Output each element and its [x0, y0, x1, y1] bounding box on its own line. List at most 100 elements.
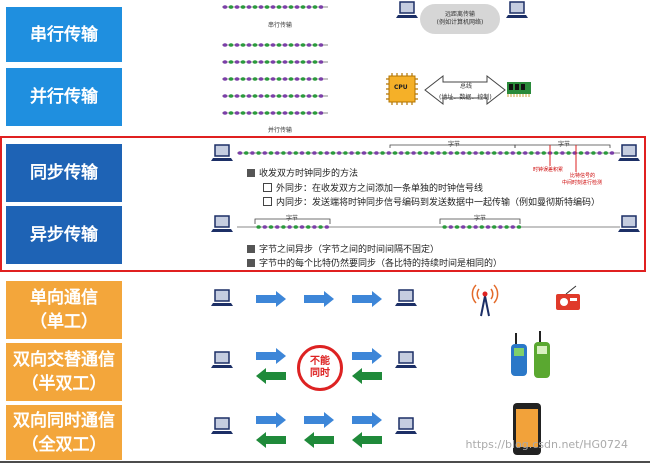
bit-dot [240, 94, 246, 98]
bit-dot [306, 77, 312, 81]
bit-dot [318, 43, 324, 47]
bit-dot [268, 151, 274, 155]
bit-dot [294, 77, 300, 81]
bit-dot [554, 151, 559, 155]
bit-dot [222, 43, 228, 47]
bit-dot [270, 60, 276, 64]
walkie-talkie-icon [511, 331, 550, 378]
bit-dot [222, 5, 228, 9]
bit-dot [473, 151, 478, 155]
bit-dot [287, 151, 292, 155]
bit-dot [318, 60, 324, 64]
bit-dot [281, 225, 286, 229]
sync-byte-label-2: 字节 [558, 141, 571, 148]
bit-dot [454, 225, 460, 229]
bit-dot [246, 60, 252, 64]
sync-method-title: 收发双方时钟同步的方法 [247, 166, 358, 179]
bit-dot [535, 151, 540, 155]
bit-dot [234, 77, 240, 81]
bit-dot [566, 151, 571, 155]
bit-dot [318, 94, 324, 98]
bit-dot [300, 111, 306, 115]
label-full-duplex: 双向同时通信（全双工） [6, 405, 122, 460]
bit-dot [467, 151, 472, 155]
bit-dot [306, 60, 312, 64]
bit-dot [256, 151, 261, 155]
bit-dot [234, 43, 240, 47]
bit-dot [343, 151, 348, 155]
external-sync: 外同步：在收发双方之间添加一条单独的时钟信号线 [263, 181, 483, 194]
bit-dot [417, 151, 422, 155]
laptop-icon [394, 417, 418, 435]
bit-dot [306, 5, 312, 9]
bit-dot [300, 77, 306, 81]
bit-dot [591, 151, 596, 155]
bit-dot [270, 5, 276, 9]
left-arrow-icon [256, 432, 286, 448]
laptop-icon [210, 351, 234, 369]
bit-dot [282, 94, 288, 98]
bit-dot [276, 77, 282, 81]
bit-dot [510, 225, 515, 229]
laptop-icon [394, 351, 418, 369]
bit-dot [222, 111, 228, 115]
bit-dot [282, 5, 288, 9]
bit-dot [252, 111, 258, 115]
bit-dot [516, 151, 522, 155]
bit-dot [252, 94, 258, 98]
laptop-icon [210, 417, 234, 435]
bit-dot [288, 111, 294, 115]
bit-dot [423, 151, 429, 155]
bit-dot [288, 43, 294, 47]
bit-dot [436, 151, 441, 155]
bit-dot [306, 43, 312, 47]
bit-dot [246, 5, 252, 9]
bit-dot [448, 225, 453, 229]
bit-dot [288, 60, 294, 64]
bit-dot [264, 43, 270, 47]
bit-dot [529, 151, 534, 155]
cpu-chip-icon [386, 73, 418, 105]
bit-dot [282, 60, 288, 64]
radio-icon [556, 285, 580, 310]
bit-dot [222, 94, 228, 98]
left-arrow-icon [352, 432, 382, 448]
bit-dot [240, 43, 246, 47]
bit-dot [479, 151, 484, 155]
bit-dot [258, 94, 264, 98]
checkbox-icon [263, 183, 272, 192]
bit-dot [380, 151, 385, 155]
async-byte-label-1: 字节 [286, 215, 299, 222]
bit-dot [240, 60, 246, 64]
laptop-icon [505, 1, 529, 19]
bit-dot [237, 151, 243, 155]
bit-dot [504, 225, 509, 229]
bit-dot [411, 151, 416, 155]
bit-dot [318, 5, 324, 9]
bit-dot [262, 225, 267, 229]
bit-dot [430, 151, 435, 155]
bit-dot [228, 111, 234, 115]
right-arrow-icon [256, 412, 286, 428]
right-arrow-icon [352, 291, 382, 307]
bit-dot [312, 77, 318, 81]
bit-dot [264, 111, 270, 115]
bit-dot [282, 43, 288, 47]
sample-note-1: 比特信号的 [570, 173, 596, 179]
bit-dot [264, 5, 270, 9]
right-arrow-icon [352, 412, 382, 428]
cpu-label: CPU [394, 84, 408, 91]
bit-dot [275, 151, 280, 155]
bit-dot [281, 151, 286, 155]
bit-dot [485, 225, 491, 229]
bit-dot [264, 77, 270, 81]
radio-tower-icon [471, 284, 499, 317]
label-simplex: 单向通信（单工） [6, 281, 122, 339]
cloud-label-2: (例如计算机网络) [436, 19, 484, 26]
left-arrow-icon [304, 432, 334, 448]
bit-dot [312, 94, 318, 98]
bit-dot [578, 151, 584, 155]
bit-dot [597, 151, 602, 155]
bullet-square-icon [247, 259, 255, 267]
bit-dot [258, 43, 264, 47]
